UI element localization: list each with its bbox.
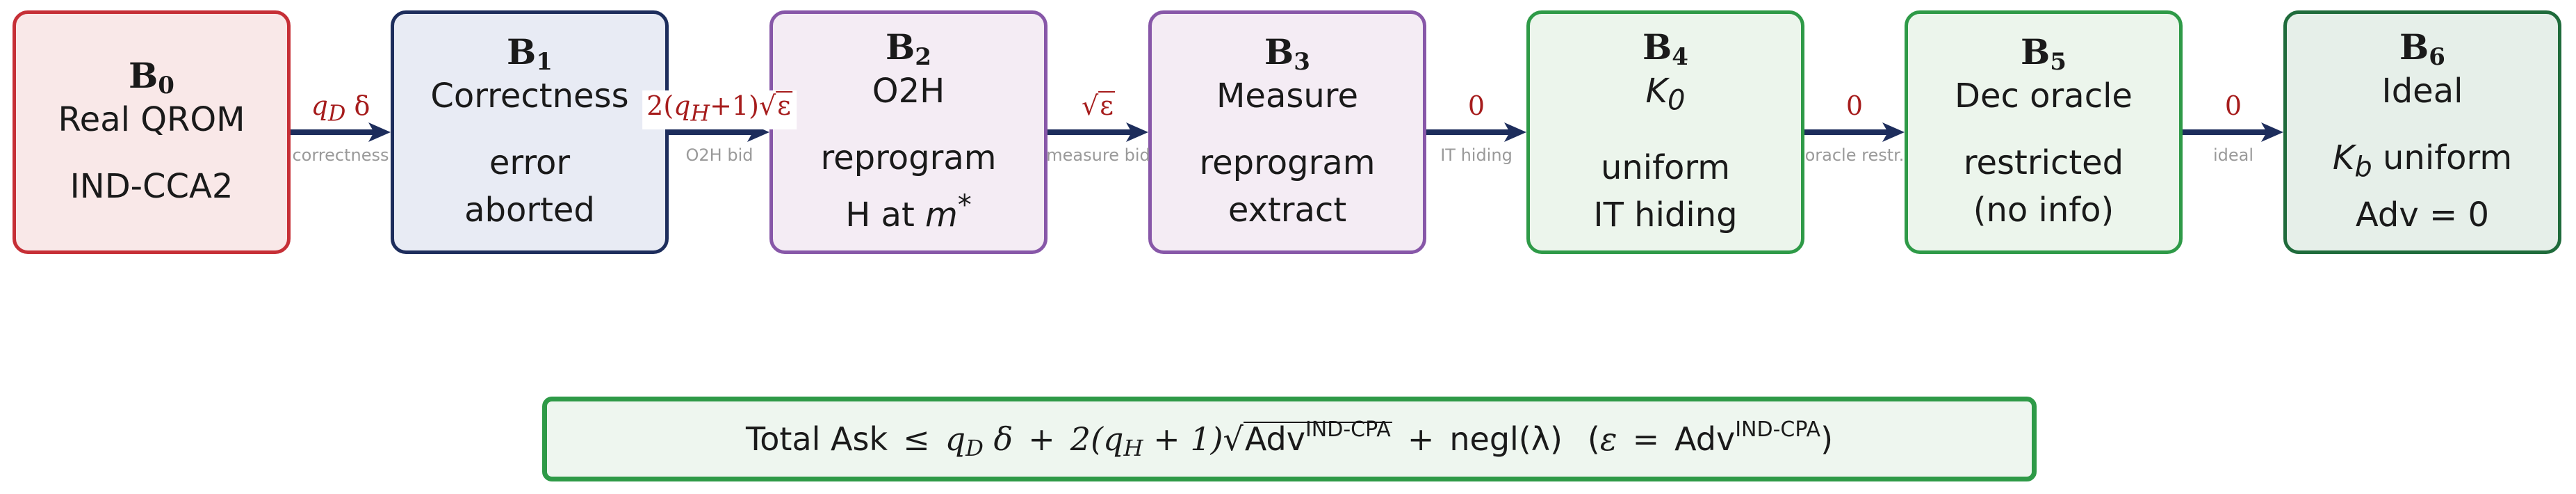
block-b5-line2: restricted — [1963, 143, 2124, 182]
block-b3-line2: reprogram — [1199, 143, 1376, 182]
edge-weight-b2-b3: √ε — [1082, 90, 1115, 121]
block-b1-line3: aborted — [464, 191, 595, 230]
arrowhead-b0-b1 — [368, 122, 391, 142]
edge-label-b1-b2: O2H bid — [685, 145, 753, 165]
summary-eps-symbol: ε — [1599, 420, 1617, 458]
block-b4: B4 K0 uniform IT hiding — [1526, 10, 1804, 254]
summary-adv-sup: IND-CPA — [1305, 417, 1391, 442]
summary-eps-adv-sup: IND-CPA — [1735, 417, 1821, 442]
arrowhead-b3-b4 — [1504, 122, 1526, 142]
arrowhead-b5-b6 — [2261, 122, 2283, 142]
summary-eps-def: (ε=AdvIND-CPA) — [1587, 417, 1834, 459]
summary-eps-adv: Adv — [1674, 420, 1736, 458]
edge-label-b0-b1: correctness — [292, 145, 389, 165]
arrows-layer — [291, 122, 2283, 142]
edge-label-b3-b4: IT hiding — [1440, 145, 1513, 165]
summary-adv: Adv — [1244, 420, 1305, 458]
arrowhead-b2-b3 — [1126, 122, 1148, 142]
block-b3-line1: Measure — [1216, 77, 1358, 115]
edge-weight-b0-b1: qD δ — [311, 90, 370, 127]
block-b2-line1: O2H — [872, 72, 945, 111]
block-b1-line1: Correctness — [430, 77, 629, 115]
block-b5: B5 Dec oracle restricted (no info) — [1905, 10, 2183, 254]
block-b6-line2: Kb uniform — [2332, 138, 2513, 184]
summary-term2-prefix: 2(qH + 1) — [1070, 420, 1223, 462]
block-b4-title: B4 — [1642, 26, 1688, 72]
block-b6-title: B6 — [2399, 26, 2445, 72]
block-b3-title: B3 — [1264, 31, 1310, 76]
block-b5-line3: (no info) — [1973, 191, 2114, 230]
block-b1-line2: error — [489, 143, 571, 182]
block-b6: B6 Ideal Kb uniform Adv = 0 — [2283, 10, 2561, 254]
summary-negl: negl(λ) — [1449, 420, 1563, 458]
block-b4-line3: IT hiding — [1593, 195, 1738, 234]
block-b0-line2: IND-CCA2 — [70, 167, 234, 206]
block-b5-line1: Dec oracle — [1955, 77, 2133, 115]
block-b2-title: B2 — [886, 26, 931, 71]
block-b6-line1: Ideal — [2381, 72, 2463, 111]
block-b2: B2 O2H reprogram H at m* — [769, 10, 1047, 254]
edge-label-b5-b6: ideal — [2212, 145, 2254, 165]
arrowhead-b4-b5 — [1882, 122, 1905, 142]
summary-term2: 2(qH + 1)√AdvIND-CPA — [1070, 417, 1392, 462]
summary-bound: Total Ask ≤ qD δ + 2(qH + 1)√AdvIND-CPA … — [542, 397, 2037, 481]
edge-weight-b3-b4: 0 — [1467, 90, 1485, 121]
block-b2-line2: reprogram — [820, 138, 997, 177]
block-b2-line3: H at m* — [845, 189, 972, 234]
edge-label-b4-b5: oracle restr. — [1804, 145, 1905, 165]
block-b0: B0 Real QROM IND-CCA2 — [13, 10, 291, 254]
block-b1-title: B1 — [507, 31, 553, 76]
block-b4-line2: uniform — [1600, 148, 1731, 187]
block-b6-line3: Adv = 0 — [2355, 195, 2490, 234]
block-b0-title: B0 — [129, 55, 174, 99]
summary-relation: ≤ — [903, 420, 930, 458]
summary-plus2: + — [1407, 420, 1435, 458]
summary-term1: qD δ — [945, 420, 1013, 462]
block-b1: B1 Correctness error aborted — [391, 10, 669, 254]
edge-label-b2-b3: measure bid — [1046, 145, 1150, 165]
block-b3: B3 Measure reprogram extract — [1148, 10, 1426, 254]
summary-plus1: + — [1028, 420, 1055, 458]
edge-weight-b5-b6: 0 — [2224, 90, 2242, 121]
block-b0-line1: Real QROM — [58, 100, 245, 139]
block-b4-line1: K0 — [1645, 72, 1686, 117]
block-b3-line3: extract — [1228, 191, 1347, 230]
summary-equals: = — [1632, 420, 1660, 458]
edge-weight-b4-b5: 0 — [1845, 90, 1864, 121]
edge-weight-b1-b2: 2(qH+1)√ε — [642, 90, 797, 129]
summary-lhs: Total Ask — [745, 420, 888, 458]
block-b5-title: B5 — [2021, 31, 2066, 76]
